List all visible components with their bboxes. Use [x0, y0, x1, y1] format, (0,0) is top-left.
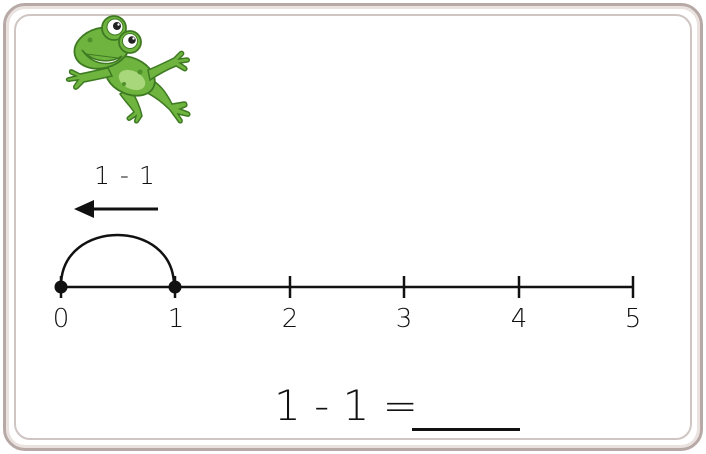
arrow-left-icon [74, 200, 158, 218]
tick-label-5: 5 [624, 304, 642, 334]
hop-end-dot [54, 280, 68, 294]
hop-label: 1 - 1 [94, 161, 156, 190]
frog-icon [65, 15, 191, 124]
tick-label-4: 4 [510, 304, 528, 334]
hop-arc [59, 233, 176, 287]
tick-label-1: 1 [167, 304, 185, 334]
equation-text: 1 - 1 = [274, 381, 418, 430]
tick-label-3: 3 [395, 304, 413, 334]
tick-label-2: 2 [281, 304, 299, 334]
answer-blank[interactable] [412, 428, 520, 431]
hop-start-dot [168, 280, 182, 294]
tick-label-0: 0 [52, 304, 70, 334]
